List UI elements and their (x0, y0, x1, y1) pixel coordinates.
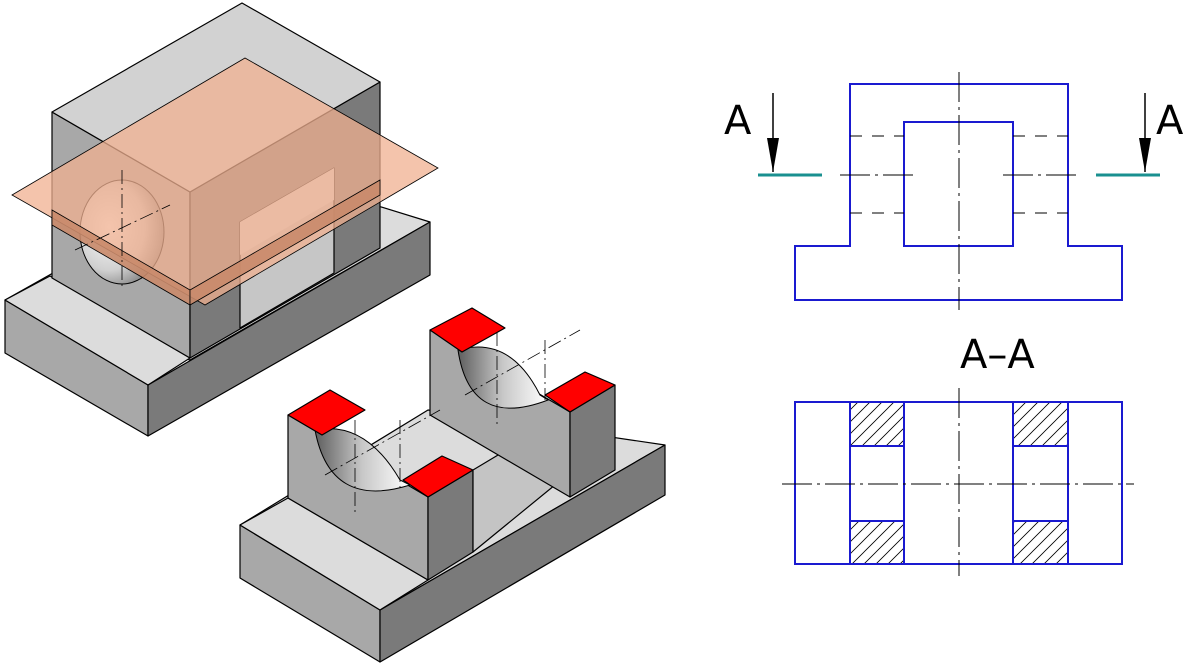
section-label: A–A (960, 332, 1035, 378)
arrow-down-icon (767, 138, 779, 172)
cut-face-1 (287, 389, 366, 436)
cut-face-4 (544, 371, 616, 413)
section-view: A–A (782, 332, 1134, 576)
front-view: A A (724, 72, 1184, 310)
base-right-face (147, 221, 431, 437)
cut-face-3 (429, 307, 506, 353)
cut-arrow-label-left: A (724, 98, 752, 144)
hatch-area-2 (851, 522, 903, 563)
hatch-area-1 (851, 403, 903, 445)
hatch-area-4 (1014, 522, 1067, 563)
isometric-part-section (239, 307, 666, 663)
cut-arrow-label-right: A (1156, 98, 1184, 144)
hatch-area-3 (1014, 403, 1067, 445)
section-base-right (379, 444, 666, 663)
isometric-part-whole (4, 2, 439, 437)
arrow-down-icon (1139, 138, 1151, 172)
